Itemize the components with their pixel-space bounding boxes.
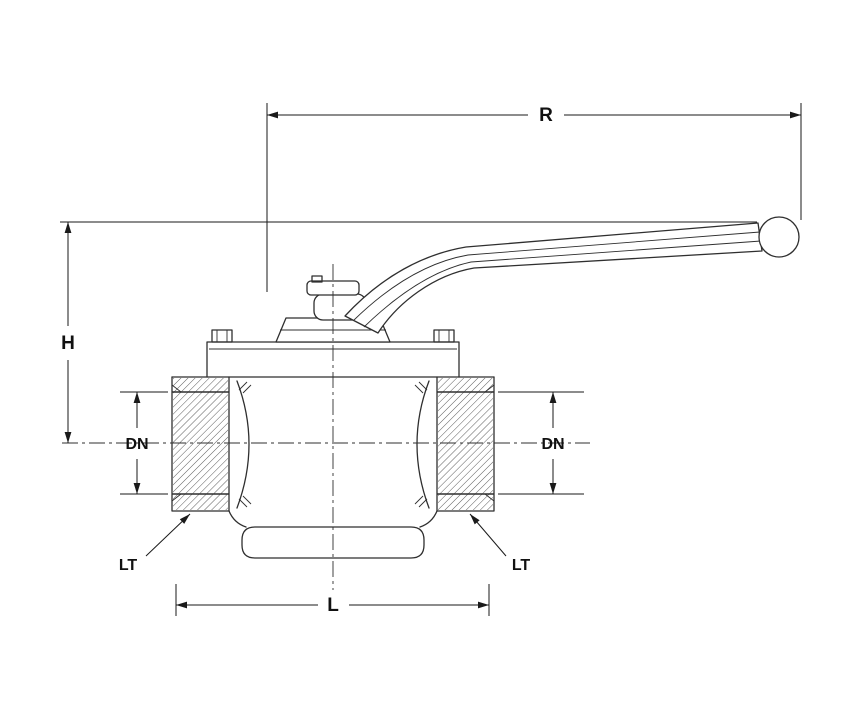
- flange-bolt-left: [211, 329, 233, 343]
- extension-line: [175, 584, 490, 616]
- label-dn-right: DN: [541, 436, 564, 453]
- arrowhead: [267, 111, 278, 119]
- arrowhead: [133, 483, 141, 494]
- arrowhead: [549, 483, 557, 494]
- dimension-dn-right: DN: [498, 391, 584, 495]
- arrowhead: [790, 111, 801, 119]
- arrowhead: [470, 514, 480, 525]
- valve-handle: [344, 216, 800, 334]
- label-h: H: [61, 333, 75, 354]
- handle-ball-end: [758, 216, 800, 258]
- extension-line: [498, 391, 584, 495]
- thread-chamfers: [171, 384, 495, 502]
- dimension-h: H: [60, 221, 757, 443]
- arrowhead: [478, 601, 489, 609]
- dimension-dn-left: DN: [120, 391, 168, 495]
- label-l: L: [327, 595, 339, 616]
- handle-contour-line: [353, 231, 761, 321]
- label-r: R: [539, 105, 553, 126]
- bore-lines: [172, 391, 494, 495]
- label-lt-right: LT: [512, 557, 531, 574]
- dimension-r: R: [266, 103, 802, 292]
- arrowhead: [64, 432, 72, 443]
- dimension-l: L: [175, 584, 490, 616]
- ball-cavity: [236, 380, 430, 509]
- leader-lt-right: LT: [469, 513, 531, 574]
- arrowhead: [176, 601, 187, 609]
- valve-body: [171, 275, 495, 559]
- arrowhead: [179, 514, 190, 524]
- arrowhead: [64, 222, 72, 233]
- centerlines: [62, 264, 590, 590]
- label-dn-left: DN: [125, 436, 148, 453]
- port-thread-hatch-right: [438, 378, 493, 510]
- extension-line: [120, 391, 168, 495]
- port-thread-hatch-left: [173, 378, 228, 510]
- arrowhead: [133, 392, 141, 403]
- flange-bolt-right: [433, 329, 455, 343]
- arrowhead: [549, 392, 557, 403]
- leader-lt-left: LT: [119, 513, 191, 574]
- label-lt-left: LT: [119, 557, 138, 574]
- stem-cap-tab: [311, 275, 323, 283]
- handle-contour-line: [363, 240, 762, 328]
